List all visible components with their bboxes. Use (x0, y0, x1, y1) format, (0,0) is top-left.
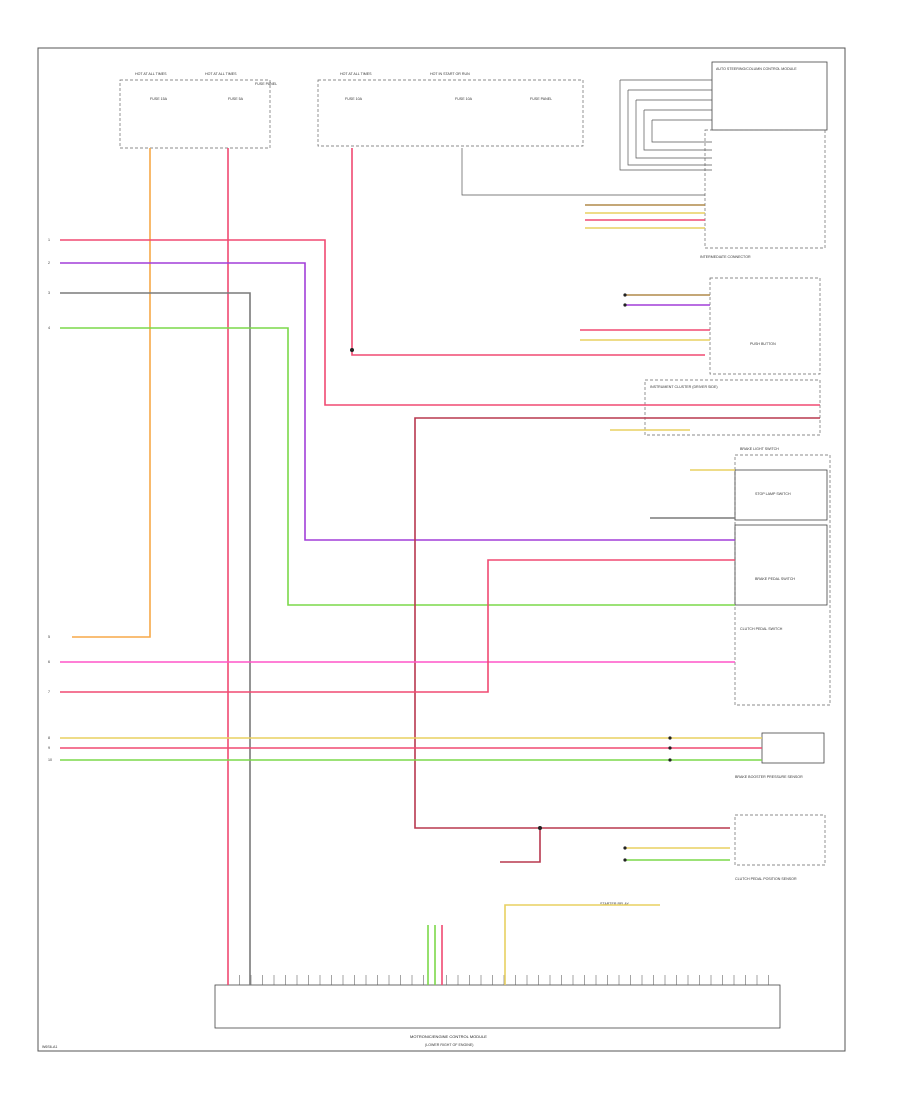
left-ref-label: 10 (48, 758, 52, 762)
left-ref-label: 7 (48, 690, 50, 694)
component-label-9: BRAKE BOOSTER PRESSURE SENSOR (735, 775, 803, 779)
figure-code: W6S6-A1 (42, 1045, 57, 1049)
wire-top-red (60, 239, 820, 406)
component-pressure-sensor: BRAKE BOOSTER PRESSURE SENSOR (735, 732, 825, 779)
left-ref-label: 9 (48, 746, 50, 750)
wire-green (60, 327, 735, 606)
fuse-panel-label-2: FUSE PANEL (530, 97, 552, 101)
component-label-4: INSTRUMENT CLUSTER (DRIVER SIDE) (650, 385, 718, 389)
ecm-pin-row (227, 975, 769, 985)
fuse-box-title-1: HOT AT ALL TIMES (135, 72, 167, 76)
component-label-1: AUTO STEERING/COLUMN CONTROL MODULE (716, 67, 797, 71)
wire-orange (72, 148, 151, 638)
left-ref-label: 1 (48, 238, 50, 242)
junction-dots (350, 293, 672, 862)
wire-ecm-green (427, 925, 443, 985)
wire-gray (60, 292, 251, 985)
fuse-box-title-4: HOT IN START OR RUN (430, 72, 470, 76)
fuse-panel-left: HOT AT ALL TIMES FUSE 15A HOT AT ALL TIM… (119, 72, 277, 149)
wire-darkred (414, 417, 820, 829)
component-label-6: STOP LAMP SWITCH (755, 492, 791, 496)
wire-red-loop (60, 559, 735, 693)
fuse-label-3: FUSE 10A (345, 97, 363, 101)
component-label-5: BRAKE LIGHT SWITCH (740, 447, 779, 451)
main-module-label: MOTRONIC/ENGINE CONTROL MODULE (410, 1034, 487, 1039)
component-label-2: INTERMEDIATE CONNECTOR (700, 255, 751, 259)
component-steering-module: AUTO STEERING/COLUMN CONTROL MODULE INTE… (700, 61, 828, 259)
left-ref-label: 8 (48, 736, 50, 740)
fuse-box-title-3: HOT AT ALL TIMES (340, 72, 372, 76)
left-ref-label: 6 (48, 660, 50, 664)
component-switch-assembly: BRAKE LIGHT SWITCH STOP LAMP SWITCH BRAK… (734, 447, 831, 706)
component-lamp-box: PUSH BUTTON (709, 277, 821, 375)
wire-violet (60, 262, 735, 541)
wire-steering-harness (619, 79, 712, 171)
component-label-8: CLUTCH PEDAL SWITCH (740, 627, 783, 631)
main-module-sublabel: (LOWER RIGHT OF ENGINE) (425, 1043, 473, 1047)
fuse-label-1: FUSE 15A (150, 97, 168, 101)
component-label-7: BRAKE PEDAL SWITCH (755, 577, 795, 581)
fuse-panel-right: HOT AT ALL TIMES FUSE 10A HOT IN START O… (317, 72, 584, 147)
fuse-panel-label-1: FUSE PANEL (255, 82, 277, 86)
wire-ecm-yellow (504, 904, 660, 985)
wire-darkred-sensor (500, 828, 541, 863)
fuse-box-title-2: HOT AT ALL TIMES (205, 72, 237, 76)
left-ref-label: 2 (48, 261, 50, 265)
left-ref-label: 3 (48, 291, 50, 295)
fuse-label-4: FUSE 10A (455, 97, 473, 101)
component-label-11: STARTER RELAY (600, 902, 630, 906)
left-ref-label: 4 (48, 326, 50, 330)
wire-right-short-links (580, 204, 735, 519)
component-label-3: PUSH BUTTON (750, 342, 776, 346)
component-instrument-cluster: INSTRUMENT CLUSTER (DRIVER SIDE) (644, 379, 821, 436)
left-reference-markers: 1 2 3 4 5 6 7 8 9 10 (48, 238, 52, 762)
fuse-label-2: FUSE 5A (228, 97, 244, 101)
diagram-frame (37, 47, 846, 1052)
engine-control-module: MOTRONIC/ENGINE CONTROL MODULE (LOWER RI… (214, 984, 781, 1047)
wire-clutch-lines (625, 847, 730, 861)
component-clutch-sensor: CLUTCH PEDAL POSITION SENSOR (734, 814, 826, 881)
component-label-10: CLUTCH PEDAL POSITION SENSOR (735, 877, 797, 881)
wire-black-fuse4 (461, 148, 705, 196)
left-ref-label: 5 (48, 635, 50, 639)
wire-red-fuse3 (351, 148, 705, 356)
